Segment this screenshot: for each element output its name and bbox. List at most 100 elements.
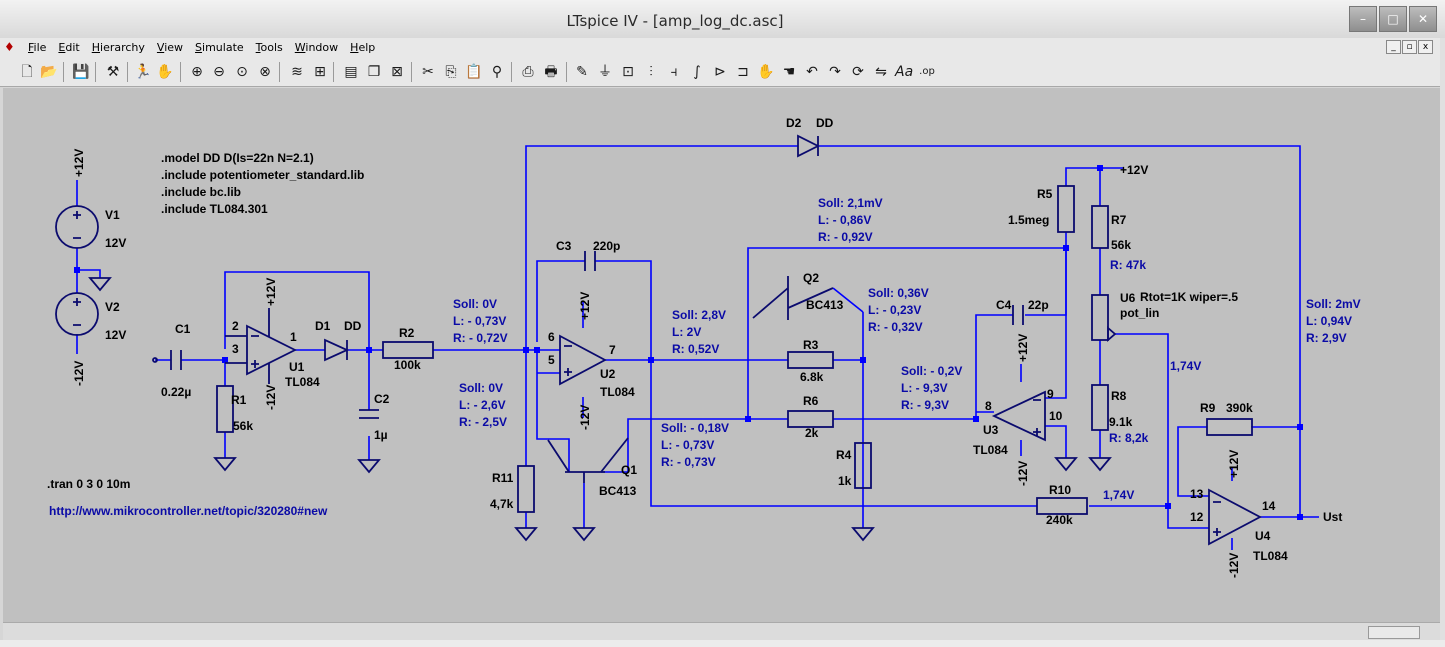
mdi-restore-button[interactable]: ▫	[1402, 40, 1417, 54]
label-labels-u3p9: 9	[1047, 387, 1054, 401]
mdi-minimize-button[interactable]: _	[1386, 40, 1401, 54]
resistor-icon[interactable]: ⫶	[649, 64, 653, 80]
cascade-icon[interactable]: ❐	[367, 64, 381, 80]
label-labels-u4m: TL084	[1253, 549, 1288, 563]
status-bar	[0, 640, 1445, 647]
label-annotations-a2-1: L: - 2,6V	[459, 398, 506, 412]
copy-icon[interactable]: ⎘	[445, 64, 457, 80]
label-annotations-r7r: R: 47k	[1110, 258, 1146, 272]
label-labels-u2vp: +12V	[578, 292, 592, 320]
label-annotations-a1-2: R: - 0,72V	[453, 331, 508, 345]
directive-tran[interactable]: .tran 0 3 0 10m	[47, 477, 130, 491]
label-labels-u2vn: -12V	[578, 405, 592, 430]
open-icon[interactable]: 📂	[40, 64, 58, 80]
tile-icon[interactable]: ▤	[344, 64, 358, 80]
label-annotations-a7-1: L: - 9,3V	[901, 381, 948, 395]
menu-file[interactable]: File	[28, 41, 47, 54]
redo-icon[interactable]: ↷	[829, 64, 841, 80]
measurement-annotations: Soll: 0V L: - 0,73V R: - 0,72V Soll: 0V …	[453, 196, 1361, 502]
scrollbar-thumb[interactable]	[1368, 626, 1420, 639]
cancel-zoom-icon[interactable]: ⊗	[259, 64, 271, 80]
menu-window[interactable]: Window	[294, 41, 339, 54]
title-bar: LTspice IV - [amp_log_dc.asc] – □ ✕	[0, 0, 1445, 39]
paste-icon[interactable]: 📋	[465, 64, 483, 80]
label-labels-v1: V1	[105, 208, 120, 222]
horizontal-scrollbar[interactable]	[3, 622, 1440, 641]
menu-simulate[interactable]: Simulate	[195, 41, 244, 54]
halt-icon[interactable]: ✋	[156, 64, 174, 80]
text-icon[interactable]: Aa	[895, 64, 914, 80]
diode-icon[interactable]: ⊳	[714, 64, 726, 80]
print-setup-icon[interactable]: ⎙	[522, 64, 534, 80]
wires	[76, 145, 1319, 550]
label-labels-u2p6: 6	[548, 330, 555, 344]
schematic-canvas[interactable]: .model DD D(Is=22n N=2.1) .include poten…	[3, 88, 1440, 622]
spice-directive-icon[interactable]: .op	[919, 66, 935, 77]
label-labels-u3: U3	[983, 423, 999, 437]
label-annotations-a3-2: R: 0,52V	[672, 342, 719, 356]
inductor-icon[interactable]: ∫	[693, 64, 701, 80]
cut-icon[interactable]: ✂	[422, 64, 434, 80]
label-labels-d1m: DD	[344, 319, 362, 333]
undo-icon[interactable]: ↶	[806, 64, 818, 80]
label-labels-u1p1: 1	[290, 330, 297, 344]
label-labels-c2v: 1µ	[374, 428, 388, 442]
directive-model[interactable]: .model DD D(Is=22n N=2.1)	[161, 151, 314, 165]
label-net-icon[interactable]: ⊡	[622, 64, 634, 80]
menu-view[interactable]: View	[156, 41, 184, 54]
comment-url[interactable]: http://www.mikrocontroller.net/topic/320…	[49, 504, 328, 518]
vertical-scrollbar[interactable]	[1440, 38, 1445, 640]
label-labels-r1: R1	[231, 393, 247, 407]
label-labels-r2: R2	[399, 326, 415, 340]
waveform-icon[interactable]: ≋	[291, 64, 303, 80]
menu-bar: ♦ File Edit Hierarchy View Simulate Tool…	[0, 38, 1445, 58]
mdi-close-button[interactable]: x	[1418, 40, 1433, 54]
close-button[interactable]: ✕	[1409, 6, 1437, 32]
label-labels-u4p13: 13	[1190, 487, 1204, 501]
mirror-icon[interactable]: ⇋	[875, 64, 887, 80]
ground-icon[interactable]: ⏚	[598, 64, 612, 80]
print-icon[interactable]: 🖶	[544, 64, 558, 80]
menu-edit[interactable]: Edit	[58, 41, 80, 54]
directive-include-1[interactable]: .include potentiometer_standard.lib	[161, 168, 364, 182]
zoom-in-icon[interactable]: ⊕	[191, 64, 203, 80]
menu-hierarchy[interactable]: Hierarchy	[91, 41, 145, 54]
label-annotations-a1-1: L: - 0,73V	[453, 314, 506, 328]
label-labels-r6v: 2k	[805, 426, 819, 440]
component-icon[interactable]: ⊐	[737, 64, 749, 80]
save-icon[interactable]: 💾	[72, 64, 90, 80]
wire-icon[interactable]: ✎	[576, 64, 588, 80]
move-icon[interactable]: ✋	[757, 64, 775, 80]
find-icon[interactable]: ⚲	[491, 64, 503, 80]
menu-help[interactable]: Help	[350, 41, 376, 54]
new-schematic-icon[interactable]: 🗋	[21, 64, 33, 80]
label-labels-u3p10: 10	[1049, 409, 1063, 423]
menu-tools[interactable]: Tools	[255, 41, 283, 54]
label-labels-u4vp: +12V	[1227, 450, 1241, 478]
label-labels-q1m: BC413	[599, 484, 637, 498]
autorange-icon[interactable]: ⊞	[314, 64, 326, 80]
label-annotations-v174a: 1,74V	[1170, 359, 1201, 373]
label-labels-u1p3: 3	[232, 342, 239, 356]
label-annotations-a8-2: R: 2,9V	[1306, 331, 1347, 345]
capacitor-icon[interactable]: ⫞	[670, 64, 678, 80]
control-panel-icon[interactable]: ⚒	[106, 64, 120, 80]
zoom-out-icon[interactable]: ⊖	[213, 64, 225, 80]
directive-include-2[interactable]: .include bc.lib	[161, 185, 241, 199]
label-labels-u6p: Rtot=1K wiper=.5	[1140, 290, 1238, 304]
components	[55, 134, 1262, 546]
close-window-icon[interactable]: ⊠	[391, 64, 403, 80]
label-labels-u1: U1	[289, 360, 305, 374]
directive-include-3[interactable]: .include TL084.301	[161, 202, 268, 216]
zoom-fit-icon[interactable]: ⊙	[236, 64, 248, 80]
run-icon[interactable]: 🏃	[134, 64, 152, 80]
label-annotations-a4-2: R: - 0,92V	[818, 230, 873, 244]
app-icon[interactable]: ♦	[4, 40, 15, 54]
label-annotations-a7-2: R: - 9,3V	[901, 398, 949, 412]
label-annotations-a5-2: R: - 0,32V	[868, 320, 923, 334]
maximize-button[interactable]: □	[1379, 6, 1407, 32]
rotate-icon[interactable]: ⟳	[852, 64, 864, 80]
minimize-button[interactable]: –	[1349, 6, 1377, 32]
label-annotations-a2-0: Soll: 0V	[459, 381, 503, 395]
drag-icon[interactable]: ☚	[782, 64, 796, 80]
